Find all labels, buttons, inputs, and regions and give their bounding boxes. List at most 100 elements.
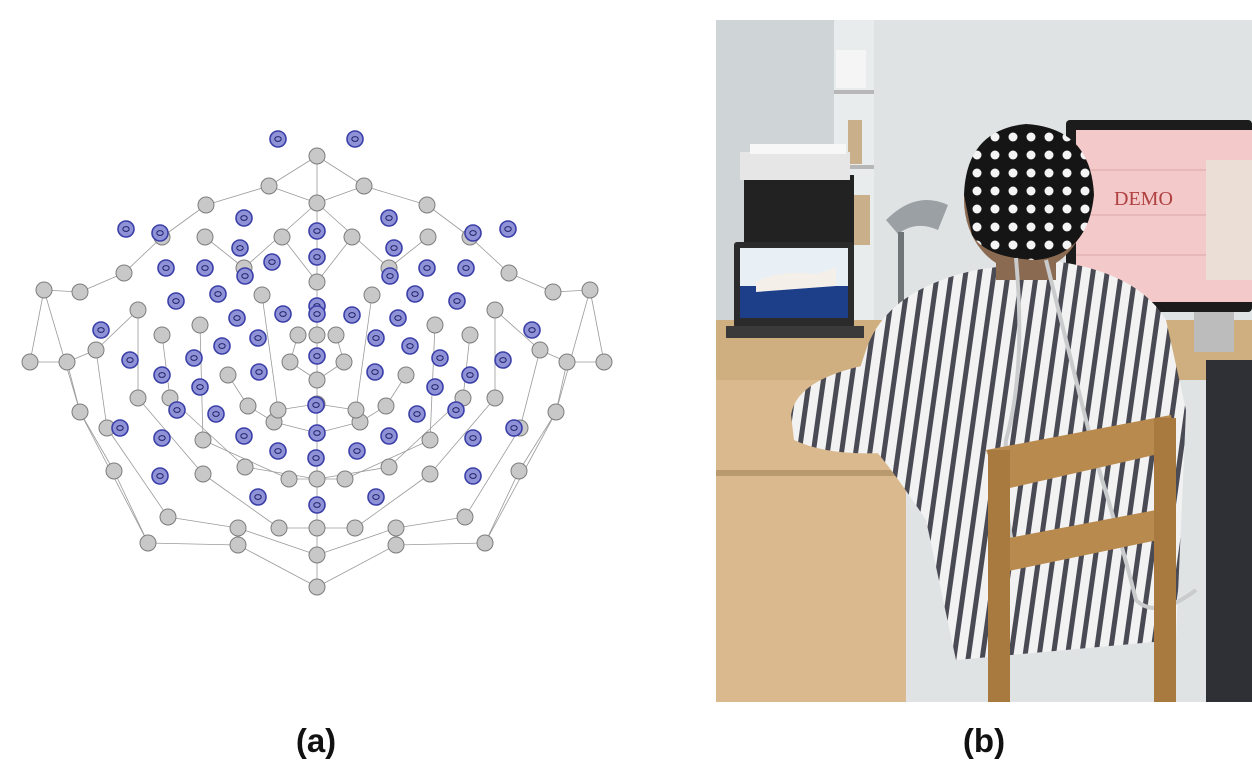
electrode-marker: [116, 425, 124, 431]
electrode-marker: [312, 402, 320, 408]
active-electrode: [117, 220, 135, 238]
electrode-link: [363, 185, 428, 206]
active-electrode: [228, 309, 246, 327]
inactive-electrode: [194, 431, 212, 449]
active-electrode: [367, 329, 385, 347]
inactive-electrode: [486, 301, 504, 319]
electrode-marker: [372, 494, 380, 500]
inactive-electrode: [418, 196, 436, 214]
inactive-electrode: [115, 264, 133, 282]
active-electrode: [523, 321, 541, 339]
electrode-marker: [436, 355, 444, 361]
active-electrode: [348, 442, 366, 460]
chair-leg-left: [988, 450, 1010, 702]
eeg-cap: [964, 124, 1094, 260]
electrode-marker: [97, 327, 105, 333]
inactive-electrode: [500, 264, 518, 282]
inactive-electrode: [426, 316, 444, 334]
electrode-marker: [510, 425, 518, 431]
active-electrode: [308, 496, 326, 514]
inactive-electrode: [558, 353, 576, 371]
active-electrode: [196, 259, 214, 277]
electrode-marker: [353, 448, 361, 454]
active-electrode: [494, 351, 512, 369]
inactive-electrode: [531, 341, 549, 359]
active-electrode: [269, 130, 287, 148]
electrode-marker: [236, 245, 244, 251]
electrode-marker: [254, 494, 262, 500]
inactive-electrode: [71, 403, 89, 421]
electrode-link: [268, 155, 318, 187]
electrode-marker: [313, 228, 321, 234]
inactive-electrode: [308, 371, 326, 389]
active-electrode: [111, 419, 129, 437]
active-electrode: [389, 309, 407, 327]
active-electrode: [464, 429, 482, 447]
electrode-link: [518, 411, 557, 472]
electrode-link: [395, 542, 486, 546]
electrode-marker: [268, 259, 276, 265]
electrode-link: [316, 527, 397, 556]
active-electrode: [263, 253, 281, 271]
active-electrode: [308, 248, 326, 266]
electrode-marker: [413, 411, 421, 417]
active-electrode: [213, 337, 231, 355]
electrode-link: [161, 334, 171, 399]
active-electrode: [249, 488, 267, 506]
electrode-marker: [469, 435, 477, 441]
active-electrode: [464, 224, 482, 242]
electrode-layout-diagram: [21, 130, 613, 596]
active-electrode: [408, 405, 426, 423]
electrode-link: [355, 294, 373, 411]
electrode-link: [237, 544, 318, 588]
inactive-electrode: [461, 326, 479, 344]
active-electrode: [366, 363, 384, 381]
active-electrode: [431, 349, 449, 367]
monitor-screen-text: DEMO: [1114, 188, 1173, 210]
panel-a-caption: (a): [295, 722, 337, 759]
electrode-marker: [431, 384, 439, 390]
inactive-electrode: [196, 228, 214, 246]
active-electrode: [168, 401, 186, 419]
electrode-link: [354, 473, 431, 529]
active-electrode: [457, 259, 475, 277]
electrode-link: [281, 236, 318, 283]
electrode-marker: [122, 226, 130, 232]
inactive-electrode: [239, 397, 257, 415]
inactive-electrode: [308, 273, 326, 291]
active-electrode: [92, 321, 110, 339]
electrode-link: [95, 309, 139, 351]
electrode-marker: [158, 372, 166, 378]
electrode-link: [106, 427, 169, 518]
inactive-electrode: [229, 519, 247, 537]
inactive-electrode: [308, 546, 326, 564]
laptop-base: [726, 326, 864, 338]
active-electrode: [269, 442, 287, 460]
electrode-link: [519, 349, 541, 429]
electrode-marker: [212, 411, 220, 417]
electrode-marker: [173, 407, 181, 413]
inactive-electrode: [35, 281, 53, 299]
inactive-electrode: [21, 353, 39, 371]
electrode-marker: [274, 136, 282, 142]
inactive-electrode: [139, 534, 157, 552]
panel-b-caption: (b): [962, 722, 1006, 759]
active-electrode: [426, 378, 444, 396]
active-electrode: [236, 267, 254, 285]
electrode-marker: [528, 327, 536, 333]
inactive-electrode: [153, 326, 171, 344]
active-electrode: [367, 488, 385, 506]
electrode-link: [316, 236, 353, 283]
active-electrode: [153, 429, 171, 447]
inactive-electrode: [355, 177, 373, 195]
electrode-marker: [385, 433, 393, 439]
active-electrode: [406, 285, 424, 303]
inactive-electrode: [343, 228, 361, 246]
inactive-electrode: [308, 578, 326, 596]
electrode-marker: [156, 473, 164, 479]
active-electrode: [418, 259, 436, 277]
active-electrode: [151, 224, 169, 242]
inactive-electrode: [269, 401, 287, 419]
electrode-marker: [452, 407, 460, 413]
electrode-marker: [371, 369, 379, 375]
